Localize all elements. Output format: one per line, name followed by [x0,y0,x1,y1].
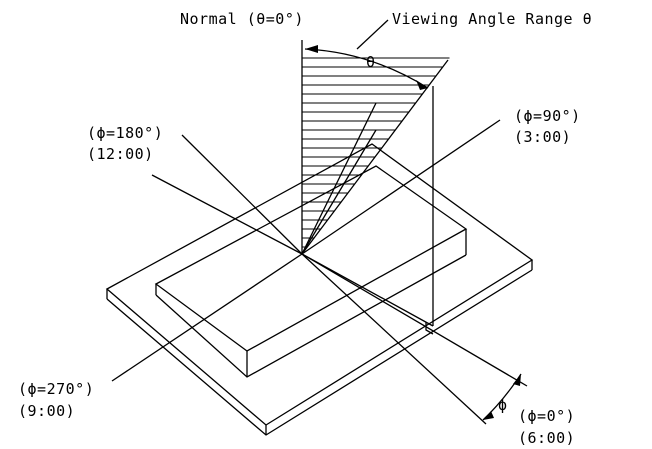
wedge-edge-a [301,102,377,255]
phi-180-label: (ϕ=180°) [87,124,163,142]
right-angle-mark [425,322,434,335]
phi-symbol-label: ϕ [498,396,508,414]
phi-arc [482,373,522,421]
theta-arc [304,19,429,90]
wedge-edge-b [301,129,377,255]
clock-12-label: (12:00) [87,145,154,163]
leader-viewing-angle [356,19,389,50]
phi-arrow-top-icon [513,374,521,386]
normal-label: Normal (θ=0°) [180,10,304,28]
axis-phi-180 [151,174,303,255]
phi-90-label: (ϕ=90°) [514,107,581,125]
base-plate [105,143,534,436]
phi-0-label: (ϕ=0°) [518,407,575,425]
display-panel [154,165,468,378]
direction-axes [111,119,528,425]
viewing-angle-range-label: Viewing Angle Range θ [392,10,592,28]
viewing-direction-line [301,59,449,255]
clock-9-label: (9:00) [18,402,75,420]
view-geometry [301,40,449,335]
axis-phi-270 [111,253,303,382]
clock-3-label: (3:00) [514,128,571,146]
axis-phi-0-offset [301,253,528,387]
axis-phi-90 [301,119,501,255]
axis-phi-180-ext [181,134,303,255]
phi-arrow-bottom-icon [483,411,494,420]
clock-6-label: (6:00) [518,429,575,447]
theta-arrow-right-icon [416,80,428,90]
theta-arrow-left-icon [305,45,318,53]
phi-270-label: (ϕ=270°) [18,380,94,398]
projection-line [301,253,434,327]
theta-label: θ [366,53,376,71]
viewing-angle-hatch [302,57,450,248]
axis-phi-0 [301,253,487,425]
